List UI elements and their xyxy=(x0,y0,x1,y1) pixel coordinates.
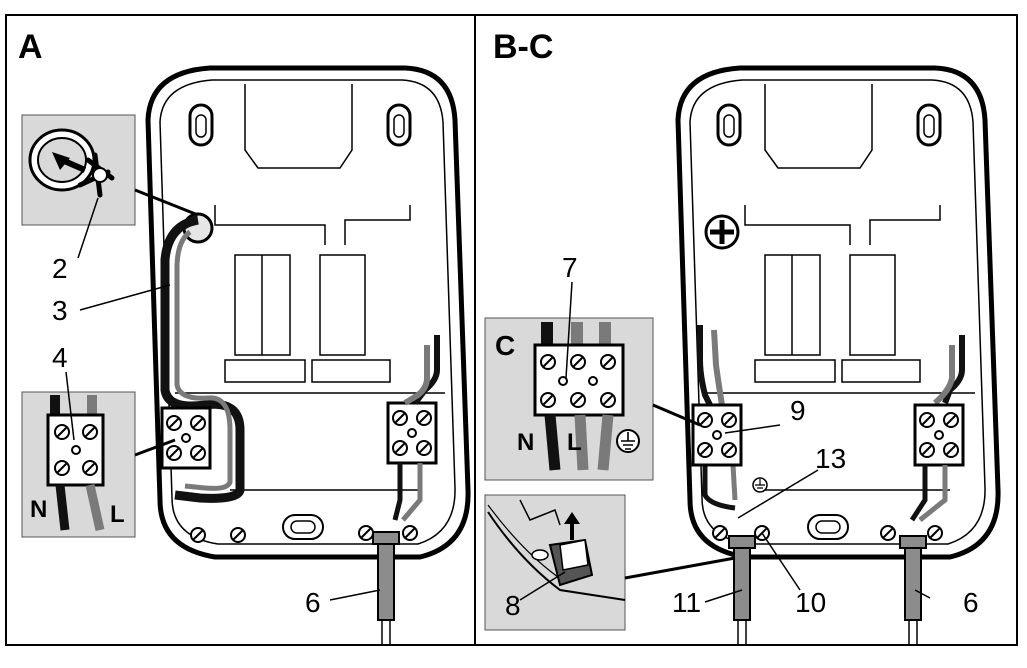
terminal-block-left xyxy=(162,408,210,468)
wire-label-l-left: L xyxy=(110,501,125,528)
callout-4: 4 xyxy=(52,342,68,373)
callout-6-right: 6 xyxy=(963,587,979,618)
panel-label-bc: B-C xyxy=(493,28,553,66)
cable-3-black xyxy=(160,215,245,503)
callout-2: 2 xyxy=(52,253,68,284)
wire-label-l-c: L xyxy=(567,429,582,456)
callout-13: 13 xyxy=(815,443,846,474)
cable-6-right xyxy=(904,544,922,621)
callout-11: 11 xyxy=(672,587,701,618)
callout-7: 7 xyxy=(562,252,578,283)
cable-3-grey xyxy=(174,229,233,491)
callout-9: 9 xyxy=(790,395,806,426)
ground-symbol-icon xyxy=(616,429,640,453)
terminal-block-right xyxy=(388,403,436,463)
inset-label-c: C xyxy=(495,330,515,361)
terminal-block-right-bc xyxy=(915,405,963,465)
cable-11 xyxy=(733,544,751,621)
panel-bc: B-C xyxy=(484,28,1001,645)
terminal-block-9 xyxy=(693,405,741,465)
inset-strain-relief xyxy=(484,494,736,631)
panel-a: A xyxy=(18,28,471,645)
callout-10: 10 xyxy=(795,587,826,618)
callout-6-left: 6 xyxy=(305,587,321,618)
panel-label-a: A xyxy=(18,28,43,66)
housing-right xyxy=(675,65,1001,560)
inset-knockout-tool xyxy=(21,114,199,226)
inset-terminal-c: C N L xyxy=(484,317,701,481)
inset-terminal-left: N L xyxy=(21,391,176,538)
wire-label-n-left: N xyxy=(30,496,47,523)
wire-label-n-c: N xyxy=(517,429,534,456)
callout-3: 3 xyxy=(52,295,68,326)
cable-6-left xyxy=(377,539,395,621)
callout-8: 8 xyxy=(505,590,521,621)
